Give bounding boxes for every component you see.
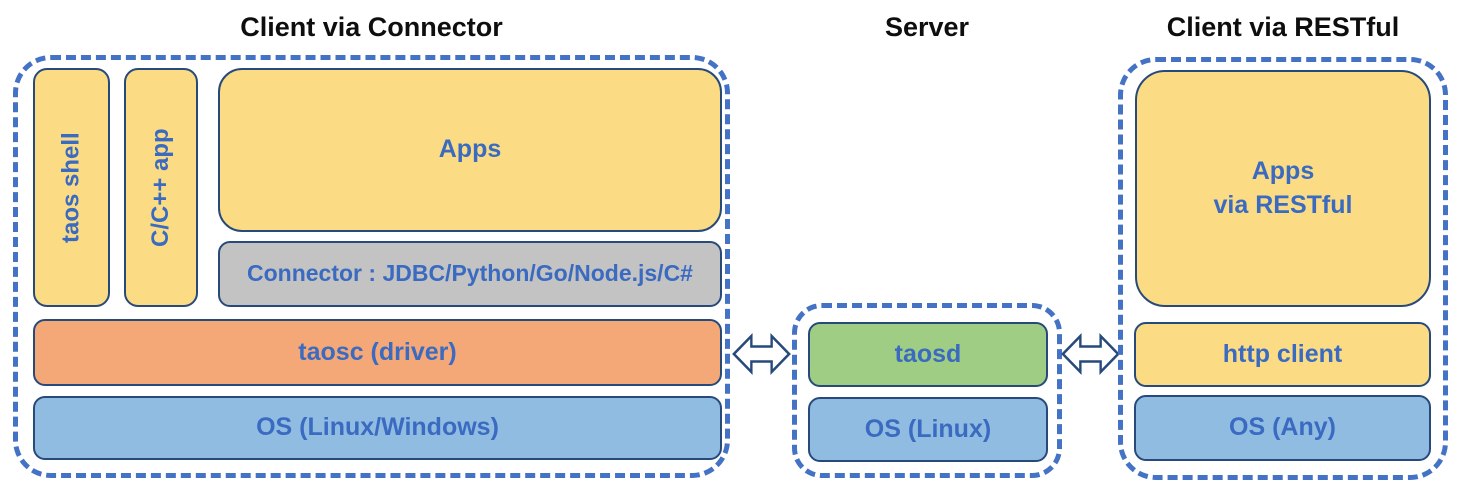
bidirectional-arrow-icon <box>732 332 791 376</box>
os-linux-box: OS (Linux) <box>808 397 1048 462</box>
bidirectional-arrow-icon <box>1061 332 1120 376</box>
taosc-driver-box: taosc (driver) <box>33 319 722 386</box>
c-cpp-app-box: C/C++ app <box>124 68 198 307</box>
os-any-box: OS (Any) <box>1134 395 1431 461</box>
apps-via-restful-box: Apps via RESTful <box>1135 70 1431 307</box>
taosd-box: taosd <box>808 322 1048 387</box>
title-client-via-restful: Client via RESTful <box>1166 12 1400 42</box>
client-via-connector-panel <box>13 55 730 478</box>
apps-box: Apps <box>218 68 722 232</box>
server-panel <box>792 303 1062 478</box>
taos-shell-box: taos shell <box>33 68 110 307</box>
http-client-box: http client <box>1134 322 1431 387</box>
client-via-restful-panel <box>1118 57 1448 480</box>
title-client-via-connector: Client via Connector <box>240 12 503 42</box>
title-server: Server <box>884 12 970 42</box>
connector-box: Connector : JDBC/Python/Go/Node.js/C# <box>218 241 722 307</box>
os-linux-windows-box: OS (Linux/Windows) <box>33 396 722 460</box>
